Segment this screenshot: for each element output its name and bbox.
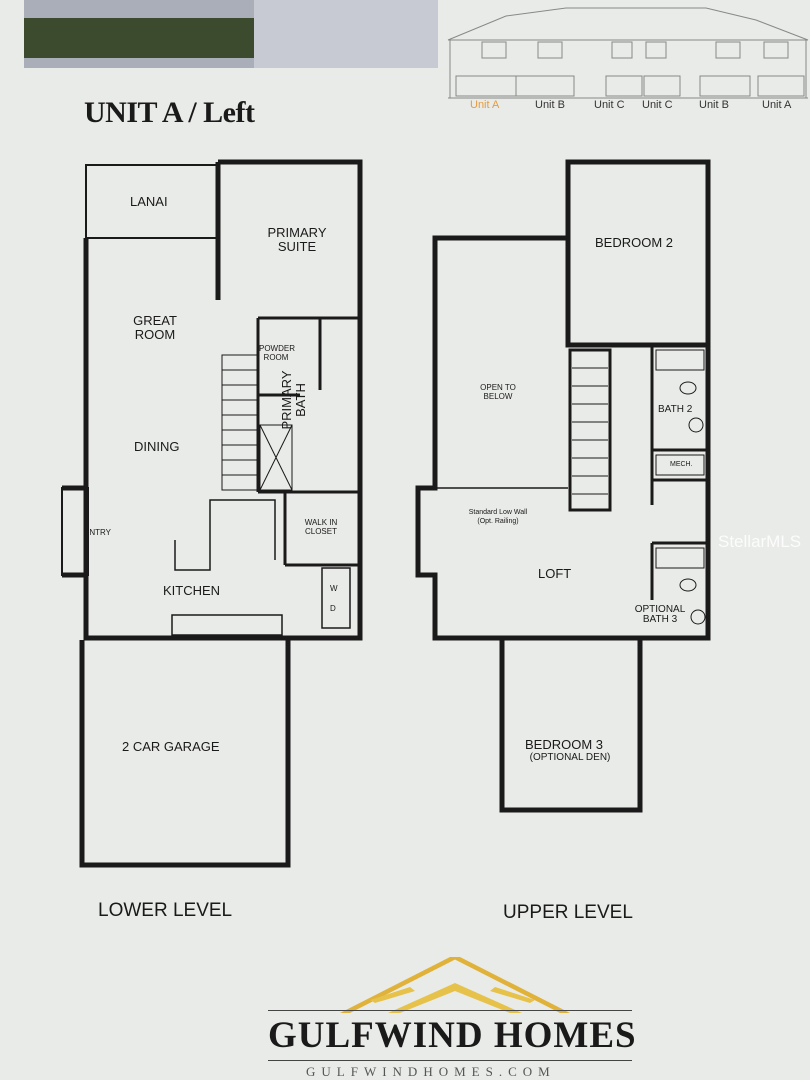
shower — [259, 424, 293, 491]
room-dining: DINING — [134, 439, 180, 454]
dryer-label: D — [330, 604, 336, 613]
page-title: UNIT A / Left — [84, 96, 255, 129]
low-wall-note: Standard Low Wall (Opt. Railing) — [468, 509, 528, 525]
upper-stairs — [568, 348, 612, 512]
room-bath-2: BATH 2 — [658, 404, 693, 415]
room-great-room: GREAT ROOM — [133, 313, 177, 342]
washer-label: W — [330, 584, 338, 593]
lower-level-walls — [61, 159, 363, 868]
brand-rule-top — [268, 1010, 632, 1011]
room-optional-bath-3: OPTIONAL BATH 3 — [634, 604, 686, 625]
lower-level-label: LOWER LEVEL — [98, 900, 233, 921]
exterior-photo-road — [254, 0, 438, 68]
open-to-below-label: OPEN TO BELOW — [480, 383, 516, 401]
unit-label: Unit A — [762, 99, 792, 111]
brand-rule-bottom — [268, 1060, 632, 1061]
room-kitchen: KITCHEN — [163, 583, 221, 598]
unit-label-highlighted: Unit A — [470, 99, 500, 111]
room-loft: LOFT — [538, 566, 572, 581]
unit-label: Unit C — [594, 99, 625, 111]
room-bedroom-2: BEDROOM 2 — [595, 235, 674, 250]
brand-name: GULFWIND HOMES — [268, 1015, 637, 1056]
upper-level-walls — [415, 159, 711, 813]
exterior-photo-grass — [24, 18, 254, 58]
room-primary-bath: PRIMARY BATH — [279, 370, 308, 430]
room-garage: 2 CAR GARAGE — [122, 739, 220, 754]
brand-url: GULFWINDHOMES.COM — [306, 1064, 556, 1079]
room-mech: MECH. — [670, 461, 693, 468]
room-primary-suite: PRIMARY SUITE — [267, 225, 327, 254]
kitchen-counters — [171, 499, 351, 636]
room-bedroom-3: BEDROOM 3 — [525, 737, 604, 752]
room-entry: ENTRY — [84, 528, 111, 537]
watermark: StellarMLS — [718, 532, 802, 551]
building-elevation — [447, 7, 809, 99]
room-powder-room: POWDER ROOM — [259, 344, 295, 362]
room-walk-in-closet: WALK IN CLOSET — [304, 518, 338, 536]
bedroom-3-note: (OPTIONAL DEN) — [529, 752, 611, 763]
unit-label: Unit C — [642, 99, 673, 111]
garage-doors — [455, 75, 805, 97]
gulfwind-logo-icon — [340, 957, 570, 1013]
bath-fixtures — [655, 349, 706, 625]
lower-stairs — [221, 354, 259, 491]
unit-label: Unit B — [699, 99, 729, 111]
unit-label: Unit B — [535, 99, 565, 111]
upper-level-label: UPPER LEVEL — [503, 902, 633, 923]
room-lanai: LANAI — [130, 194, 168, 209]
windows — [481, 41, 789, 59]
